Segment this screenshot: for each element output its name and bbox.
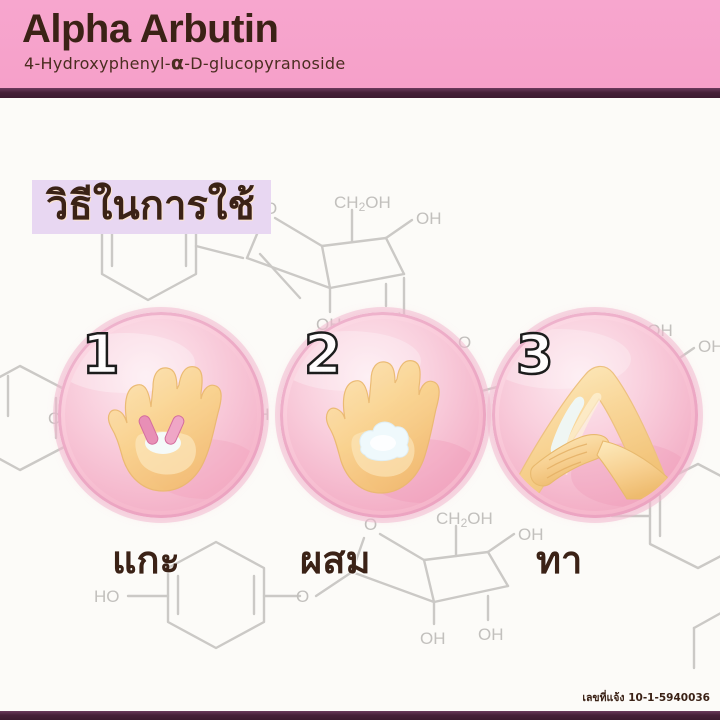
chem-label-oh: OH xyxy=(420,629,446,648)
step-3-circle xyxy=(492,312,698,518)
header-banner: Alpha Arbutin 4-Hydroxyphenyl-α-D-glucop… xyxy=(0,0,720,88)
alpha-symbol: α xyxy=(170,52,185,74)
chemical-name-subtitle: 4-Hydroxyphenyl-α-D-glucopyranoside xyxy=(24,52,346,74)
chem-label-oh: OH xyxy=(478,625,504,644)
how-to-use-badge: วิธีในการใช้ xyxy=(32,180,271,234)
step-1[interactable]: 1 xyxy=(58,312,264,518)
chem-label-oh: OH xyxy=(416,209,442,228)
step-2[interactable]: 2 xyxy=(280,312,486,518)
step-1-circle xyxy=(58,312,264,518)
captions-row: แกะ ผสม ทา xyxy=(0,538,720,600)
header-divider-bar xyxy=(0,88,720,98)
step-3-caption: ทา xyxy=(536,538,583,582)
steps-row: 1 xyxy=(0,312,720,522)
step-1-number: 1 xyxy=(81,323,121,386)
step-3[interactable]: 3 xyxy=(492,312,698,518)
step-2-number: 2 xyxy=(303,323,343,386)
step-2-caption: ผสม xyxy=(300,538,371,582)
registration-number: เลขที่แจ้ง 10-1-5940036 xyxy=(582,692,710,704)
chem-label-ch2oh: CH2OH xyxy=(334,193,391,214)
subtitle-prefix: 4-Hydroxyphenyl- xyxy=(24,54,171,73)
step-1-caption: แกะ xyxy=(112,538,180,582)
subtitle-suffix: -D-glucopyranoside xyxy=(184,54,346,73)
how-to-use-label: วิธีในการใช้ xyxy=(46,183,255,229)
footer-divider-bar xyxy=(0,711,720,720)
step-3-number: 3 xyxy=(515,323,555,386)
step-2-circle xyxy=(280,312,486,518)
page-title: Alpha Arbutin xyxy=(22,7,279,51)
